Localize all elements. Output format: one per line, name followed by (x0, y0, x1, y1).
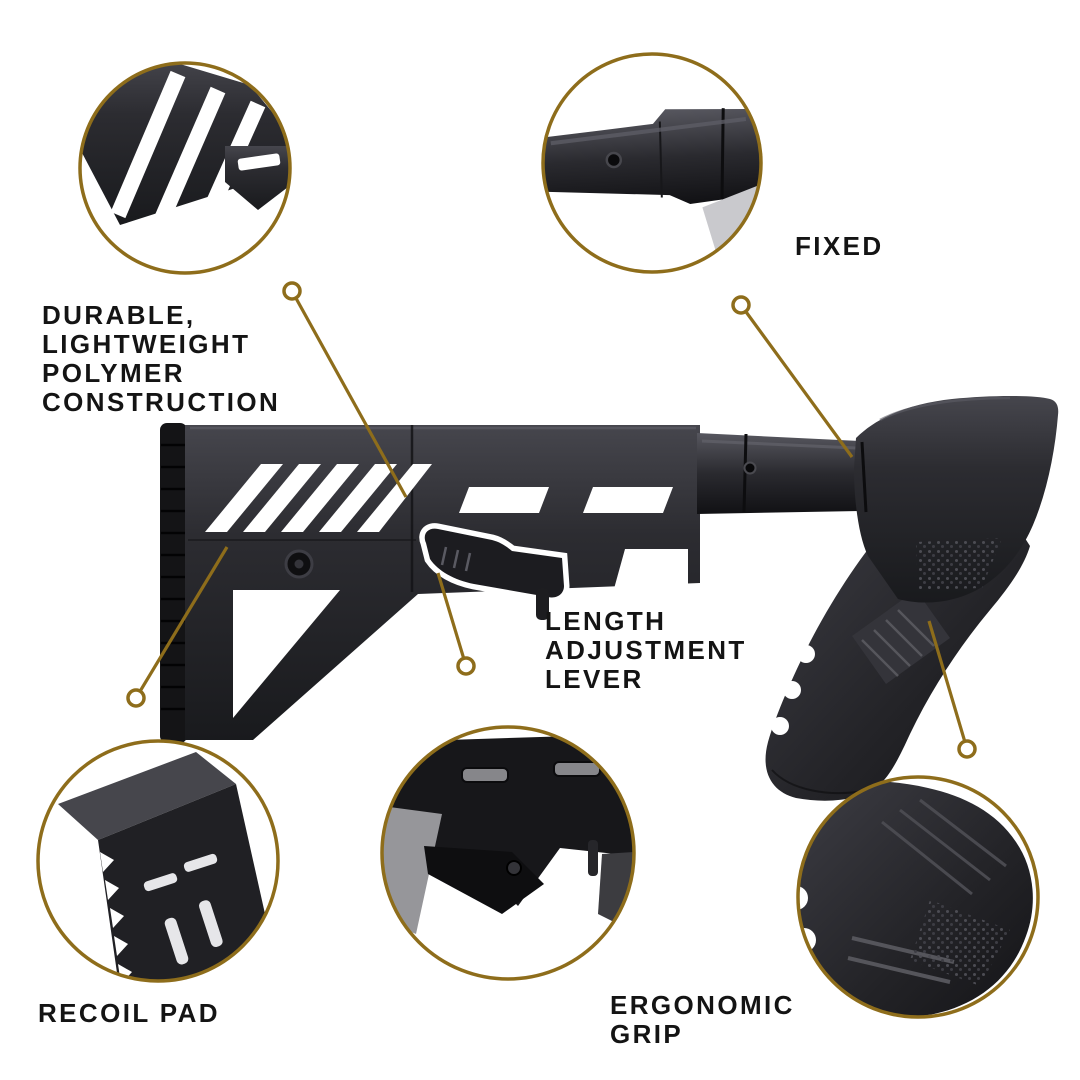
receiver-rear (854, 396, 1059, 603)
callout-endpoint-dots (126, 281, 977, 759)
callout-line-grip (927, 620, 969, 750)
callout-lines (134, 290, 969, 750)
length-adjustment-lever-part (419, 523, 570, 620)
callout-dot-recoil (126, 688, 146, 708)
callout-dot-lever (456, 656, 476, 676)
label-length-adjustment-lever: LENGTH ADJUSTMENT LEVER (545, 606, 747, 695)
buffer-tube (697, 433, 860, 514)
product-illustration (160, 396, 1059, 801)
serration-slots (205, 464, 432, 532)
stock-triangle-cutout (233, 590, 340, 718)
closeup-circle-border-lever (380, 725, 636, 981)
label-fixed: FIXED (795, 231, 884, 261)
closeup-circle-border-grip (796, 775, 1040, 1019)
callout-line-lever (436, 572, 468, 667)
closeup-grip (796, 775, 1040, 1019)
closeup-circle-border-fixed (541, 52, 763, 274)
callout-line-recoil (134, 546, 229, 699)
closeup-polymer (78, 61, 292, 275)
callout-line-fixed (739, 304, 854, 458)
qd-sling-mount (284, 549, 314, 579)
callout-dot-polymer (282, 281, 302, 301)
callout-line-polymer (290, 290, 408, 498)
label-ergonomic-grip: ERGONOMIC GRIP (610, 990, 795, 1050)
callout-dot-grip (957, 739, 977, 759)
callout-dot-fixed (731, 295, 751, 315)
closeup-underside-lever (380, 725, 636, 981)
closeup-fixed-joint (541, 52, 763, 274)
closeup-circle-border-recoil (36, 739, 280, 983)
closeup-recoil-pad (36, 739, 280, 983)
closeup-circle-border-polymer (78, 61, 292, 275)
label-polymer-construction: DURABLE, LIGHTWEIGHT POLYMER CONSTRUCTIO… (42, 300, 281, 418)
product-recoil-pad (160, 423, 187, 743)
buffer-slots (459, 487, 673, 513)
label-recoil-pad: RECOIL PAD (38, 998, 220, 1028)
bottom-notch-cutout (612, 549, 688, 596)
